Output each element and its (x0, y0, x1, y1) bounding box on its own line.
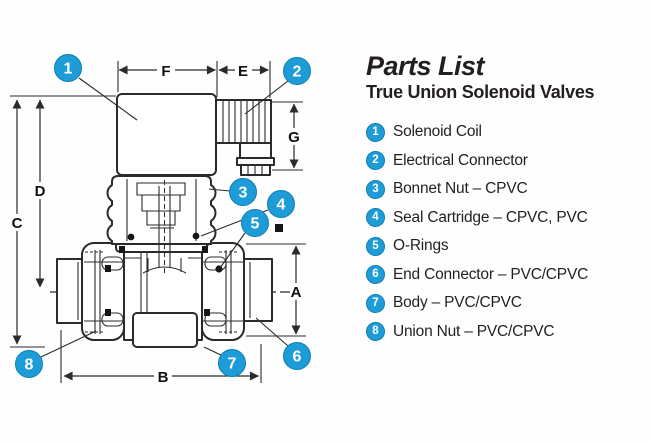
svg-text:6: 6 (293, 349, 302, 366)
item-number-badge: 4 (366, 208, 385, 228)
seal-cartridge (126, 179, 197, 273)
svg-text:5: 5 (251, 216, 260, 233)
callout-8: 8 (15, 350, 43, 378)
cable-gland (236, 157, 275, 166)
list-item: 4 Seal Cartridge – CPVC, PVC (366, 204, 646, 233)
dim-label-d: D (35, 183, 46, 200)
dim-label-b: B (158, 369, 169, 386)
item-number-badge: 3 (366, 179, 385, 199)
item-number-badge: 7 (366, 293, 385, 313)
dimension-labels: F E G C D A B (8, 61, 305, 386)
callout-2: 2 (283, 57, 311, 85)
list-item: 1 Solenoid Coil (366, 118, 646, 147)
svg-text:2: 2 (293, 64, 302, 81)
bonnet-nut (106, 175, 217, 245)
item-number-badge: 8 (366, 322, 385, 342)
callout-7: 7 (218, 349, 246, 377)
o-rings (105, 224, 283, 316)
list-item: 7 Body – PVC/CPVC (366, 289, 646, 318)
item-label: Bonnet Nut – CPVC (393, 180, 528, 198)
valve-body-group (56, 242, 273, 348)
dim-label-c: C (12, 215, 23, 232)
dim-label-e: E (238, 63, 248, 80)
svg-text:3: 3 (239, 185, 248, 202)
item-label: End Connector – PVC/CPVC (393, 265, 589, 283)
callout-1: 1 (54, 54, 82, 82)
item-label: O-Rings (393, 237, 449, 255)
svg-text:8: 8 (25, 357, 34, 374)
item-number-badge: 2 (366, 151, 385, 171)
callout-4: 4 (267, 190, 295, 218)
parts-list-items: 1 Solenoid Coil 2 Electrical Connector 3… (366, 118, 646, 346)
item-number-badge: 5 (366, 236, 385, 256)
dim-label-f: F (161, 63, 170, 80)
item-number-badge: 6 (366, 265, 385, 285)
svg-text:7: 7 (228, 356, 237, 373)
valve-body-bottom (132, 312, 198, 348)
list-item: 2 Electrical Connector (366, 147, 646, 176)
indicator-square (275, 224, 283, 232)
callout-6: 6 (283, 342, 311, 370)
callout-5: 5 (241, 209, 269, 237)
svg-text:1: 1 (64, 61, 73, 78)
dim-label-g: G (288, 129, 300, 146)
item-number-badge: 1 (366, 122, 385, 142)
item-label: Solenoid Coil (393, 123, 482, 141)
list-item: 5 O-Rings (366, 232, 646, 261)
valve-cross-section-diagram: F E G C D A B (8, 54, 311, 386)
right-end-connector (243, 258, 273, 322)
item-label: Seal Cartridge – CPVC, PVC (393, 208, 588, 226)
callout-leaders (40, 77, 289, 358)
left-end-connector (56, 258, 84, 324)
solenoid-coil (116, 93, 217, 176)
parts-list: Parts List True Union Solenoid Valves 1 … (366, 52, 646, 346)
list-item: 3 Bonnet Nut – CPVC (366, 175, 646, 204)
list-item: 6 End Connector – PVC/CPVC (366, 261, 646, 290)
parts-list-subtitle: True Union Solenoid Valves (366, 82, 595, 102)
parts-list-title: Parts List (366, 51, 485, 81)
list-item: 8 Union Nut – PVC/CPVC (366, 318, 646, 347)
item-label: Union Nut – PVC/CPVC (393, 322, 555, 340)
svg-text:4: 4 (277, 197, 286, 214)
electrical-connector (215, 99, 275, 176)
item-label: Body – PVC/CPVC (393, 294, 522, 312)
callout-3: 3 (229, 178, 257, 206)
item-label: Electrical Connector (393, 151, 528, 169)
dim-label-a: A (291, 284, 302, 301)
